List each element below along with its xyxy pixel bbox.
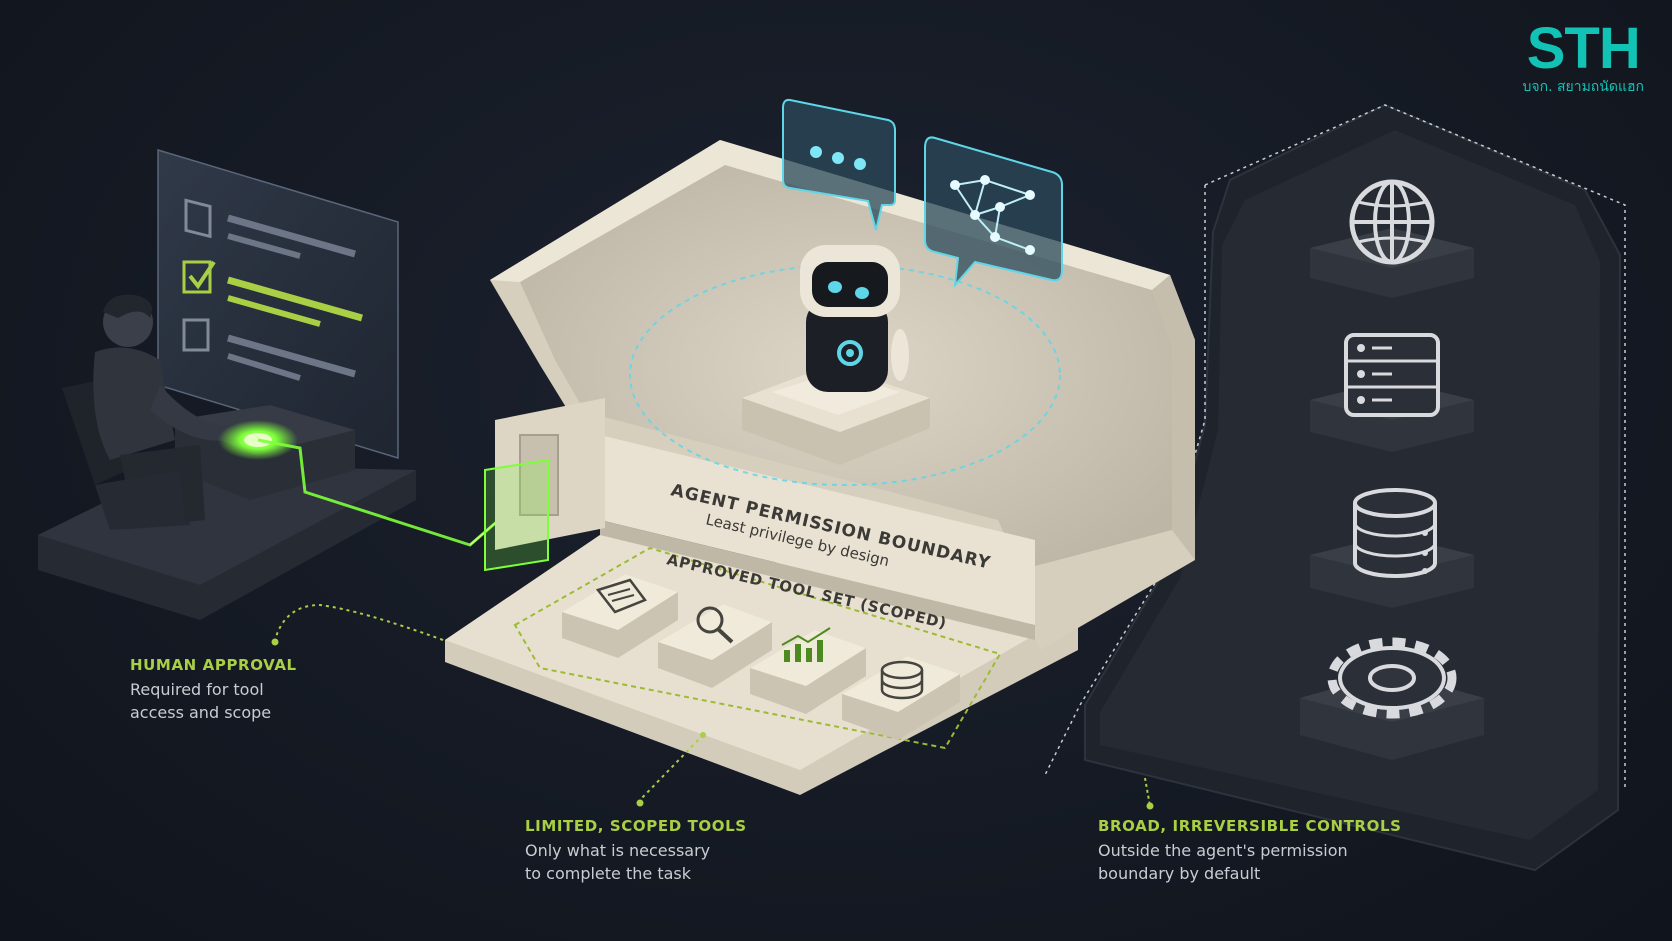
leader-human (274, 603, 444, 641)
network-bubble-icon (924, 136, 1063, 289)
chat-bubble-icon (782, 98, 896, 231)
caption-line: to complete the task (525, 864, 691, 883)
document-icon (562, 574, 678, 658)
globe-icon (1310, 179, 1474, 298)
chart-icon (750, 627, 866, 714)
caption-line: Required for tool (130, 680, 264, 699)
caption-broad-controls: BROAD, IRREVERSIBLE CONTROLS Outside the… (1098, 815, 1402, 885)
caption-heading: LIMITED, SCOPED TOOLS (525, 817, 747, 835)
leader-tools (639, 734, 704, 801)
caption-heading: HUMAN APPROVAL (130, 656, 297, 674)
gear-icon (1300, 637, 1484, 760)
caption-line: Only what is necessary (525, 841, 711, 860)
checked-box-icon (182, 260, 212, 294)
server-icon (1310, 333, 1474, 452)
human-approval-station (38, 148, 416, 620)
broad-controls-panel (1044, 103, 1626, 872)
caption-heading: BROAD, IRREVERSIBLE CONTROLS (1098, 817, 1402, 835)
caption-scoped-tools: LIMITED, SCOPED TOOLS Only what is neces… (525, 815, 747, 885)
caption-human-approval: HUMAN APPROVAL Required for tool access … (130, 654, 297, 724)
approval-gate (484, 458, 549, 572)
logo-subtitle: บจก. สยามถนัดแฮก (1522, 79, 1645, 95)
logo-mark: STH (1526, 16, 1641, 81)
checklist-screen (157, 148, 399, 460)
caption-line: Outside the agent's permission (1098, 841, 1348, 860)
sth-logo: STH บจก. สยามถนัดแฮก (1523, 18, 1645, 98)
caption-line: boundary by default (1098, 864, 1261, 883)
database-stack-icon (1310, 488, 1474, 608)
robot-agent (742, 245, 930, 465)
caption-line: access and scope (130, 703, 272, 722)
database-icon (842, 656, 960, 740)
human-figure (93, 294, 238, 522)
search-icon (658, 604, 772, 688)
